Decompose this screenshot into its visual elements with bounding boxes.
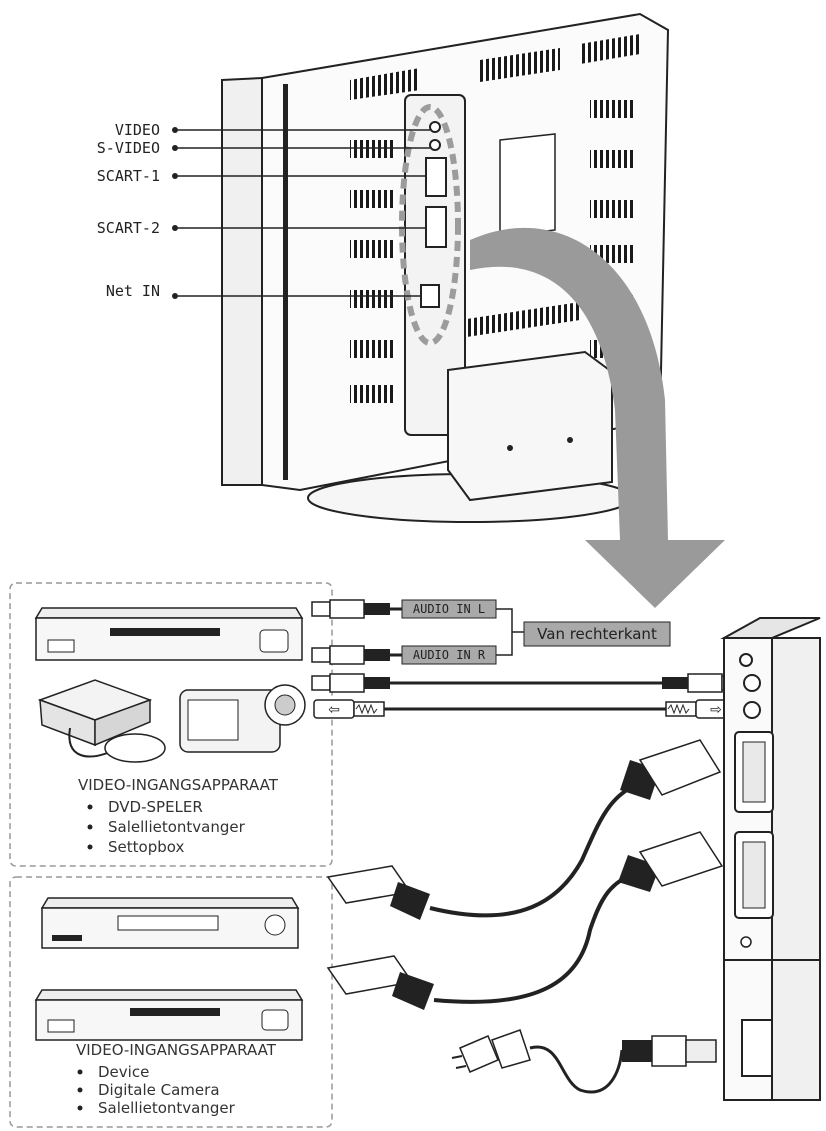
audio-l-tag: AUDIO IN L — [413, 602, 485, 616]
side-power-socket-icon — [741, 1019, 773, 1077]
zoom-arrow — [470, 227, 725, 608]
van-rechterkant-label: Van rechterkant — [537, 625, 657, 643]
monitor-stand — [447, 350, 613, 502]
side-video-jack-icon — [739, 653, 753, 667]
vesa-plate — [499, 133, 556, 237]
vcr-icon — [40, 897, 300, 949]
group2-item-3: Salellietontvanger — [98, 1099, 236, 1117]
audio-bracket: Van rechterkant — [496, 608, 671, 656]
audio-l-cable: AUDIO IN L — [311, 599, 497, 619]
group2-item-1: Device — [98, 1063, 149, 1081]
arrow-right-icon: ⇨ — [710, 702, 722, 718]
bezel-edge — [283, 84, 288, 480]
scart-cable-2 — [326, 831, 724, 1010]
game-console-icon — [37, 679, 166, 763]
audio-r-cable: AUDIO IN R — [311, 645, 497, 665]
label-svideo: S-VIDEO — [97, 139, 160, 157]
svideo-port-icon — [429, 139, 441, 151]
video-port-icon — [429, 121, 441, 133]
side-svideo-jack-icon — [743, 701, 761, 719]
svideo-cable: ⇦ ⇨ — [313, 699, 737, 719]
power-cable — [451, 1029, 717, 1094]
label-netin: Net IN — [106, 282, 160, 300]
group1-item-2: Salellietontvanger — [108, 818, 246, 836]
label-scart2: SCART-2 — [97, 219, 160, 237]
power-port-icon — [420, 284, 440, 308]
group1-item-1: DVD-SPELER — [108, 798, 203, 816]
audio-r-tag: AUDIO IN R — [413, 648, 486, 662]
camcorder-icon — [179, 684, 306, 753]
scart-cable-1 — [326, 739, 722, 920]
group2-item-2: Digitale Camera — [98, 1081, 220, 1099]
port-highlight — [399, 104, 461, 346]
scart2-port-icon — [425, 206, 447, 248]
scart1-port-icon — [425, 157, 447, 197]
vent-grills — [350, 34, 640, 403]
dvd-player-2-icon — [34, 989, 304, 1041]
arrow-left-icon: ⇦ — [328, 702, 340, 718]
composite-cable — [311, 673, 737, 693]
monitor-bezel — [221, 76, 263, 486]
group1-item-3: Settopbox — [108, 838, 184, 856]
dvd-player-icon — [34, 607, 304, 661]
port-labels: VIDEO S-VIDEO SCART-1 SCART-2 Net IN — [97, 121, 430, 300]
label-scart1: SCART-1 — [97, 167, 160, 185]
group2-title: VIDEO-INGANGSAPPARAAT — [76, 1041, 277, 1059]
group1-title: VIDEO-INGANGSAPPARAAT — [78, 776, 279, 794]
label-video: VIDEO — [115, 121, 160, 139]
side-port-panel — [720, 617, 821, 1101]
